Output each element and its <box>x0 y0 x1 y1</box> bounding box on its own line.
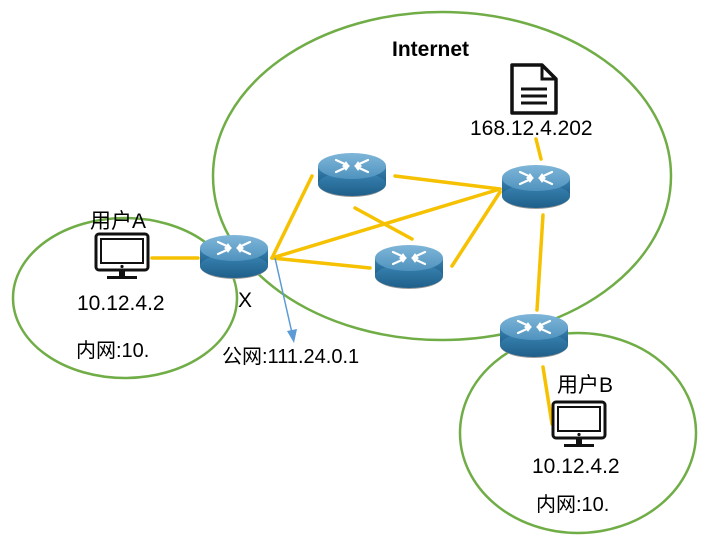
internet-label: Internet <box>392 38 469 61</box>
router-icon <box>498 312 570 360</box>
nat-router-icon <box>198 233 270 281</box>
link-r2-r4 <box>450 190 502 268</box>
router-icon <box>500 163 572 211</box>
link-r1-r4 <box>393 174 502 191</box>
network-links <box>150 137 554 426</box>
monitor-icon <box>551 400 607 449</box>
link-nat-r2 <box>270 256 372 270</box>
user-a-name: 用户A <box>90 210 146 233</box>
server-ip-label: 168.12.4.202 <box>470 117 593 140</box>
lan-b-outline <box>458 331 698 535</box>
monitor-icon <box>94 232 150 281</box>
lan-a-outline <box>11 216 239 380</box>
internet-cloud-outline <box>211 10 673 342</box>
link-r5-userb <box>541 365 554 426</box>
user-b-ip: 10.12.4.2 <box>532 455 620 478</box>
nat-marker-label: X <box>238 289 252 312</box>
router-icon <box>316 151 388 199</box>
link-r4-r5 <box>535 213 545 312</box>
user-b-name: 用户B <box>557 374 613 397</box>
document-icon <box>510 63 558 115</box>
user-a-lan-label: 内网:10. <box>76 339 149 362</box>
link-server-r4 <box>534 137 543 161</box>
nat-arrow <box>274 257 297 343</box>
public-ip-label: 公网:111.24.0.1 <box>222 346 359 368</box>
link-r1-r2 <box>353 206 414 241</box>
link-nat-r1 <box>270 174 314 260</box>
user-b-lan-label: 内网:10. <box>536 493 609 516</box>
user-a-ip: 10.12.4.2 <box>77 292 165 315</box>
router-icon <box>373 243 445 291</box>
